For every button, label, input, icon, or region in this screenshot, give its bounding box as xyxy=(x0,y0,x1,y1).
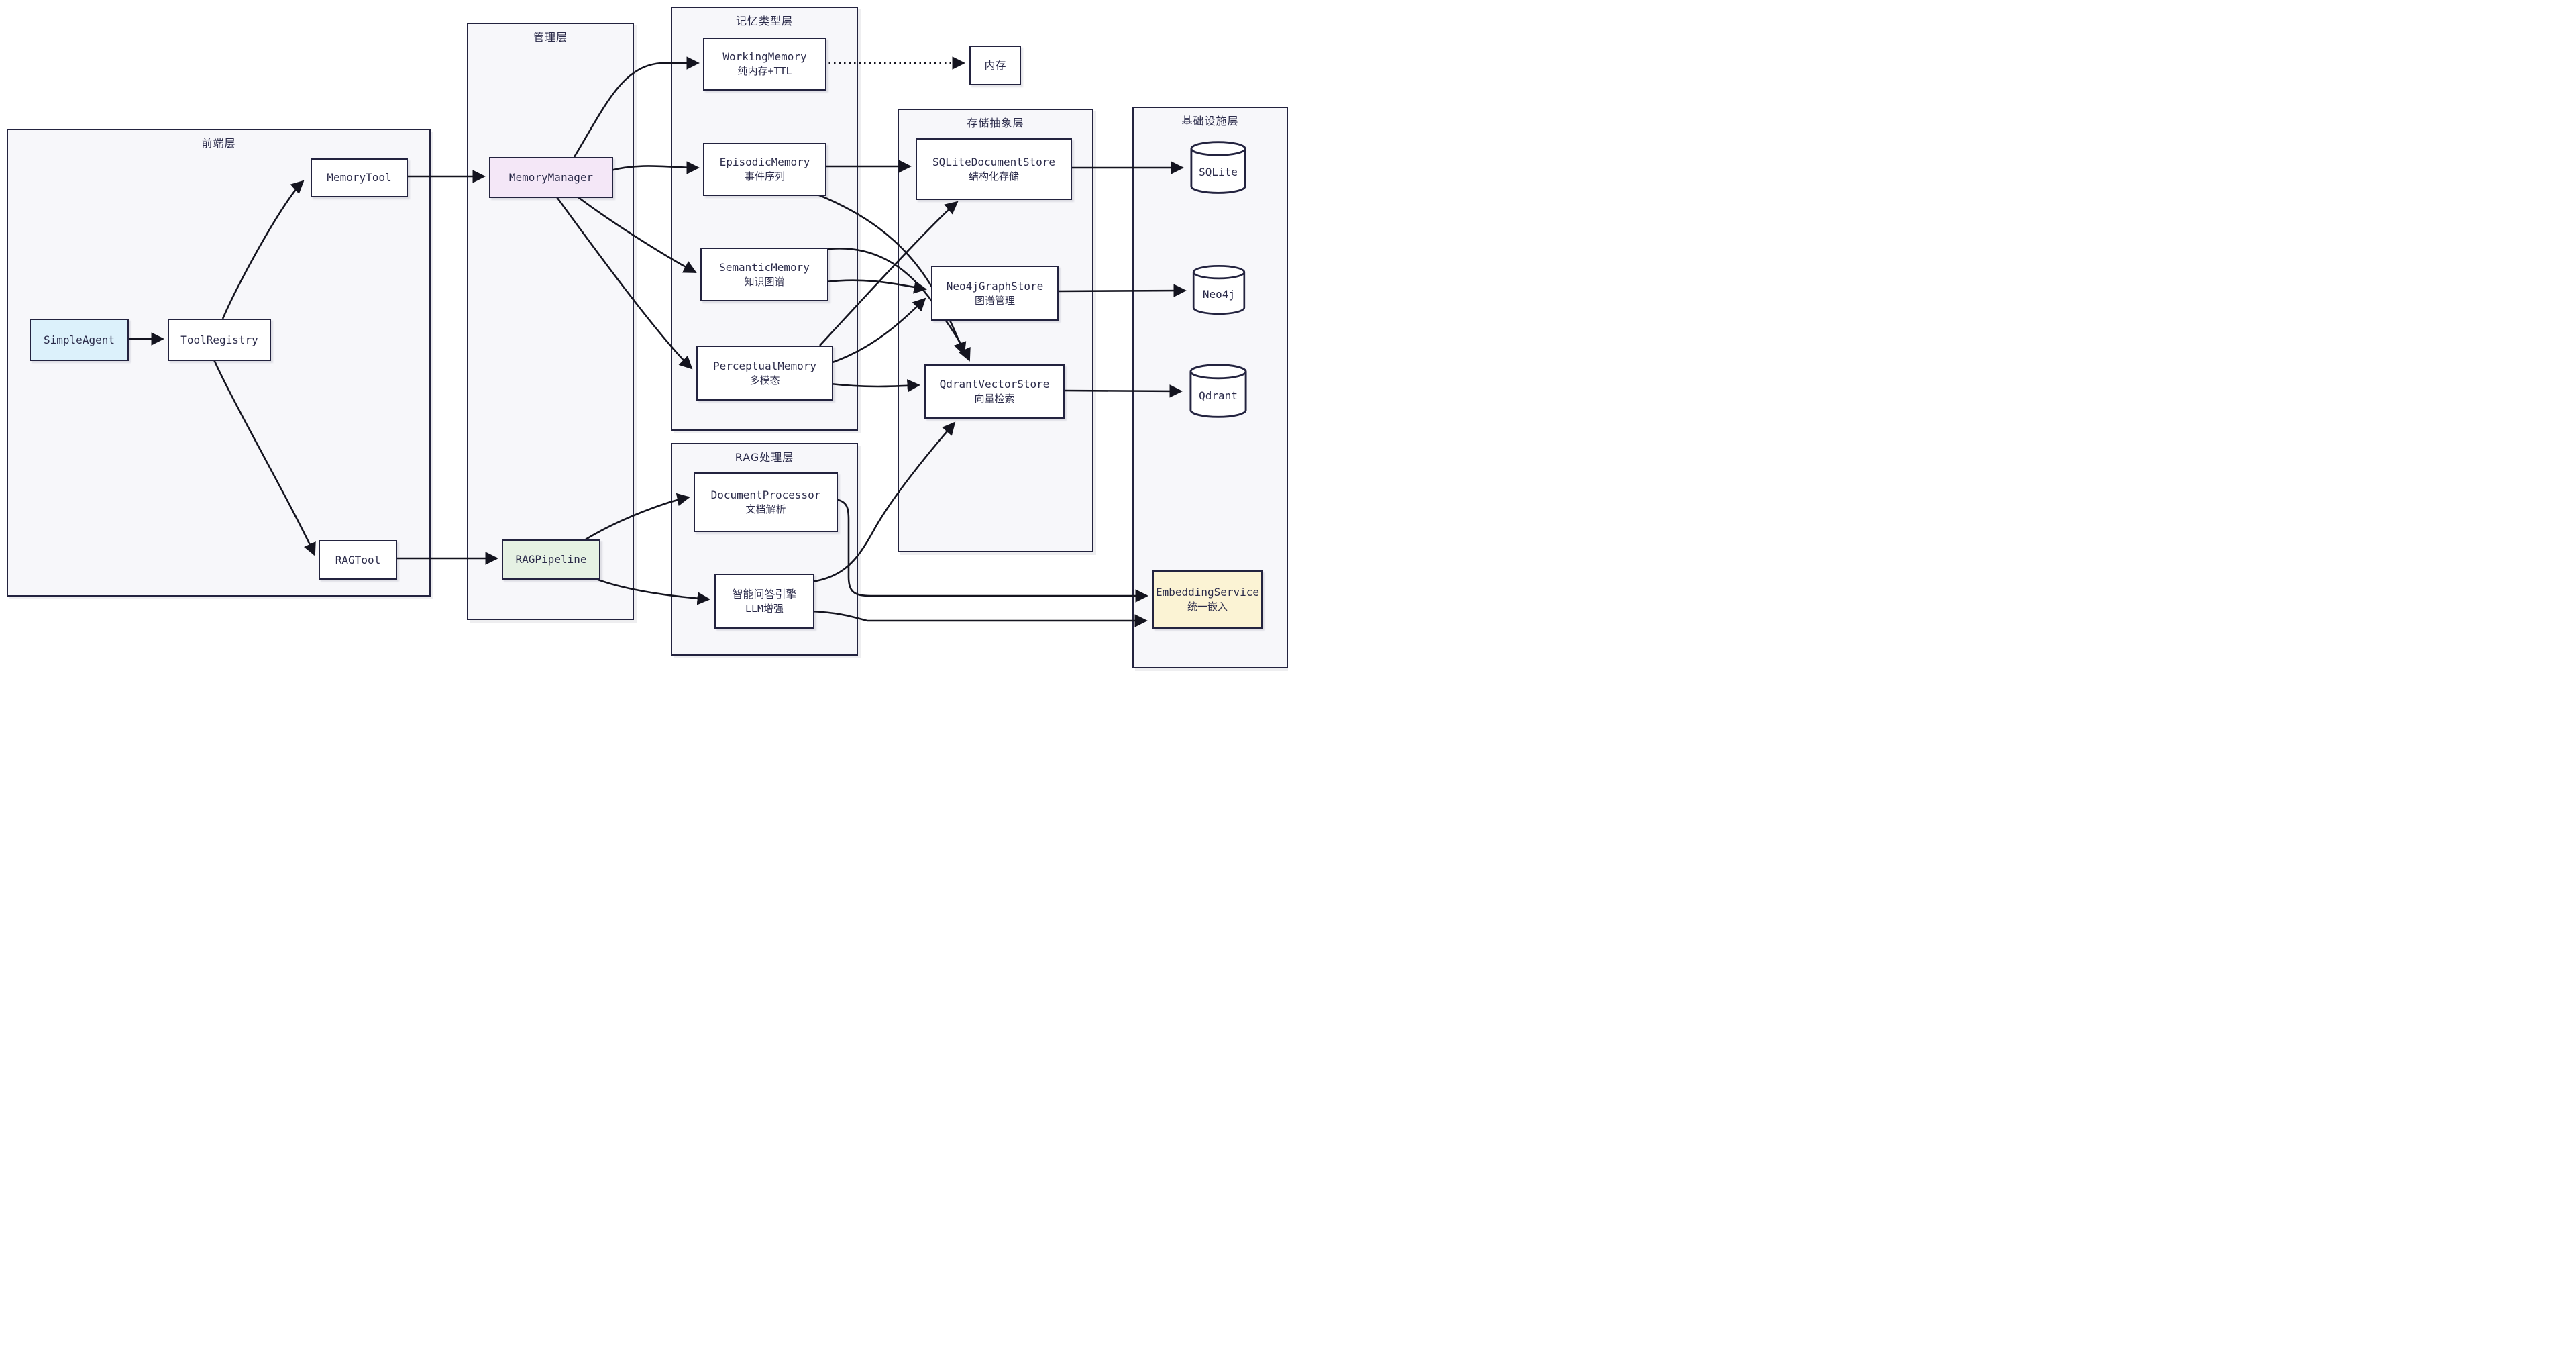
node-working-memory-label: WorkingMemory xyxy=(722,50,807,64)
node-sqlite-db: SQLite xyxy=(1188,140,1248,195)
node-qdrant-vector-store-sub: 向量检索 xyxy=(974,393,1015,405)
layer-rag-title: RAG处理层 xyxy=(735,451,794,464)
node-working-memory-sub: 纯内存+TTL xyxy=(737,65,792,78)
node-sqlite-document-store-sub: 结构化存储 xyxy=(968,170,1019,183)
node-tool-registry-label: ToolRegistry xyxy=(180,333,258,346)
layer-management: 管理层 xyxy=(467,23,634,620)
node-document-processor-sub: 文档解析 xyxy=(745,503,786,516)
layer-frontend-title: 前端层 xyxy=(201,137,236,150)
node-memory-tool: MemoryTool xyxy=(311,158,408,197)
node-episodic-memory-label: EpisodicMemory xyxy=(719,156,810,169)
node-neo4j-graph-store: Neo4jGraphStore 图谱管理 xyxy=(931,266,1059,321)
node-neo4j-graph-store-label: Neo4jGraphStore xyxy=(946,279,1044,293)
node-semantic-memory: SemanticMemory 知识图谱 xyxy=(700,248,828,301)
node-perceptual-memory: PerceptualMemory 多模态 xyxy=(696,346,833,401)
database-cylinder-icon xyxy=(1192,265,1246,315)
node-qdrant-db-label: Qdrant xyxy=(1199,389,1238,402)
database-cylinder-icon xyxy=(1189,364,1247,418)
node-sqlite-db-label: SQLite xyxy=(1199,165,1238,178)
node-rag-tool-label: RAGTool xyxy=(335,553,381,566)
node-memory-store: 内存 xyxy=(969,46,1021,85)
node-embedding-service: EmbeddingService 统一嵌入 xyxy=(1152,570,1263,629)
node-neo4j-db: Neo4j xyxy=(1191,262,1247,319)
architecture-diagram: 前端层 管理层 记忆类型层 RAG处理层 存储抽象层 基础设施层 SimpleA… xyxy=(0,0,1288,673)
layer-infrastructure-title: 基础设施层 xyxy=(1181,115,1239,127)
layer-storage-title: 存储抽象层 xyxy=(967,117,1024,130)
node-memory-store-label: 内存 xyxy=(984,58,1006,72)
layer-memory-types-title: 记忆类型层 xyxy=(735,15,793,28)
node-document-processor: DocumentProcessor 文档解析 xyxy=(694,472,838,532)
layer-management-title: 管理层 xyxy=(533,31,568,44)
node-semantic-memory-label: SemanticMemory xyxy=(719,260,810,274)
node-neo4j-db-label: Neo4j xyxy=(1202,288,1236,301)
node-episodic-memory-sub: 事件序列 xyxy=(744,170,785,183)
node-simple-agent: SimpleAgent xyxy=(30,319,129,361)
node-perceptual-memory-sub: 多模态 xyxy=(749,374,780,386)
node-memory-tool-label: MemoryTool xyxy=(327,171,392,185)
node-perceptual-memory-label: PerceptualMemory xyxy=(712,359,817,372)
node-rag-pipeline: RAGPipeline xyxy=(502,539,600,580)
node-qa-engine-sub: LLM增强 xyxy=(745,602,784,615)
node-document-processor-label: DocumentProcessor xyxy=(710,488,821,502)
node-rag-pipeline-label: RAGPipeline xyxy=(515,553,587,566)
node-episodic-memory: EpisodicMemory 事件序列 xyxy=(703,143,826,196)
node-qdrant-vector-store-label: QdrantVectorStore xyxy=(939,378,1050,391)
node-qdrant-vector-store: QdrantVectorStore 向量检索 xyxy=(924,364,1065,419)
edge-qa_engine-to-embedding_service xyxy=(811,610,1148,627)
node-embedding-service-label: EmbeddingService xyxy=(1155,586,1260,599)
node-tool-registry: ToolRegistry xyxy=(168,319,271,361)
node-qdrant-db: Qdrant xyxy=(1187,363,1250,419)
node-simple-agent-label: SimpleAgent xyxy=(44,333,115,346)
node-rag-tool: RAGTool xyxy=(319,540,397,580)
layer-frontend: 前端层 xyxy=(7,129,431,597)
node-memory-manager-label: MemoryManager xyxy=(508,170,594,184)
node-semantic-memory-sub: 知识图谱 xyxy=(744,275,785,288)
node-qa-engine: 智能问答引擎 LLM增强 xyxy=(714,574,814,629)
node-memory-manager: MemoryManager xyxy=(489,157,613,198)
node-neo4j-graph-store-sub: 图谱管理 xyxy=(974,294,1015,307)
node-embedding-service-sub: 统一嵌入 xyxy=(1187,601,1228,613)
node-qa-engine-label: 智能问答引擎 xyxy=(732,587,797,601)
node-sqlite-document-store: SQLiteDocumentStore 结构化存储 xyxy=(916,138,1072,200)
database-cylinder-icon xyxy=(1190,141,1246,194)
node-working-memory: WorkingMemory 纯内存+TTL xyxy=(703,38,826,91)
node-sqlite-document-store-label: SQLiteDocumentStore xyxy=(932,155,1056,168)
